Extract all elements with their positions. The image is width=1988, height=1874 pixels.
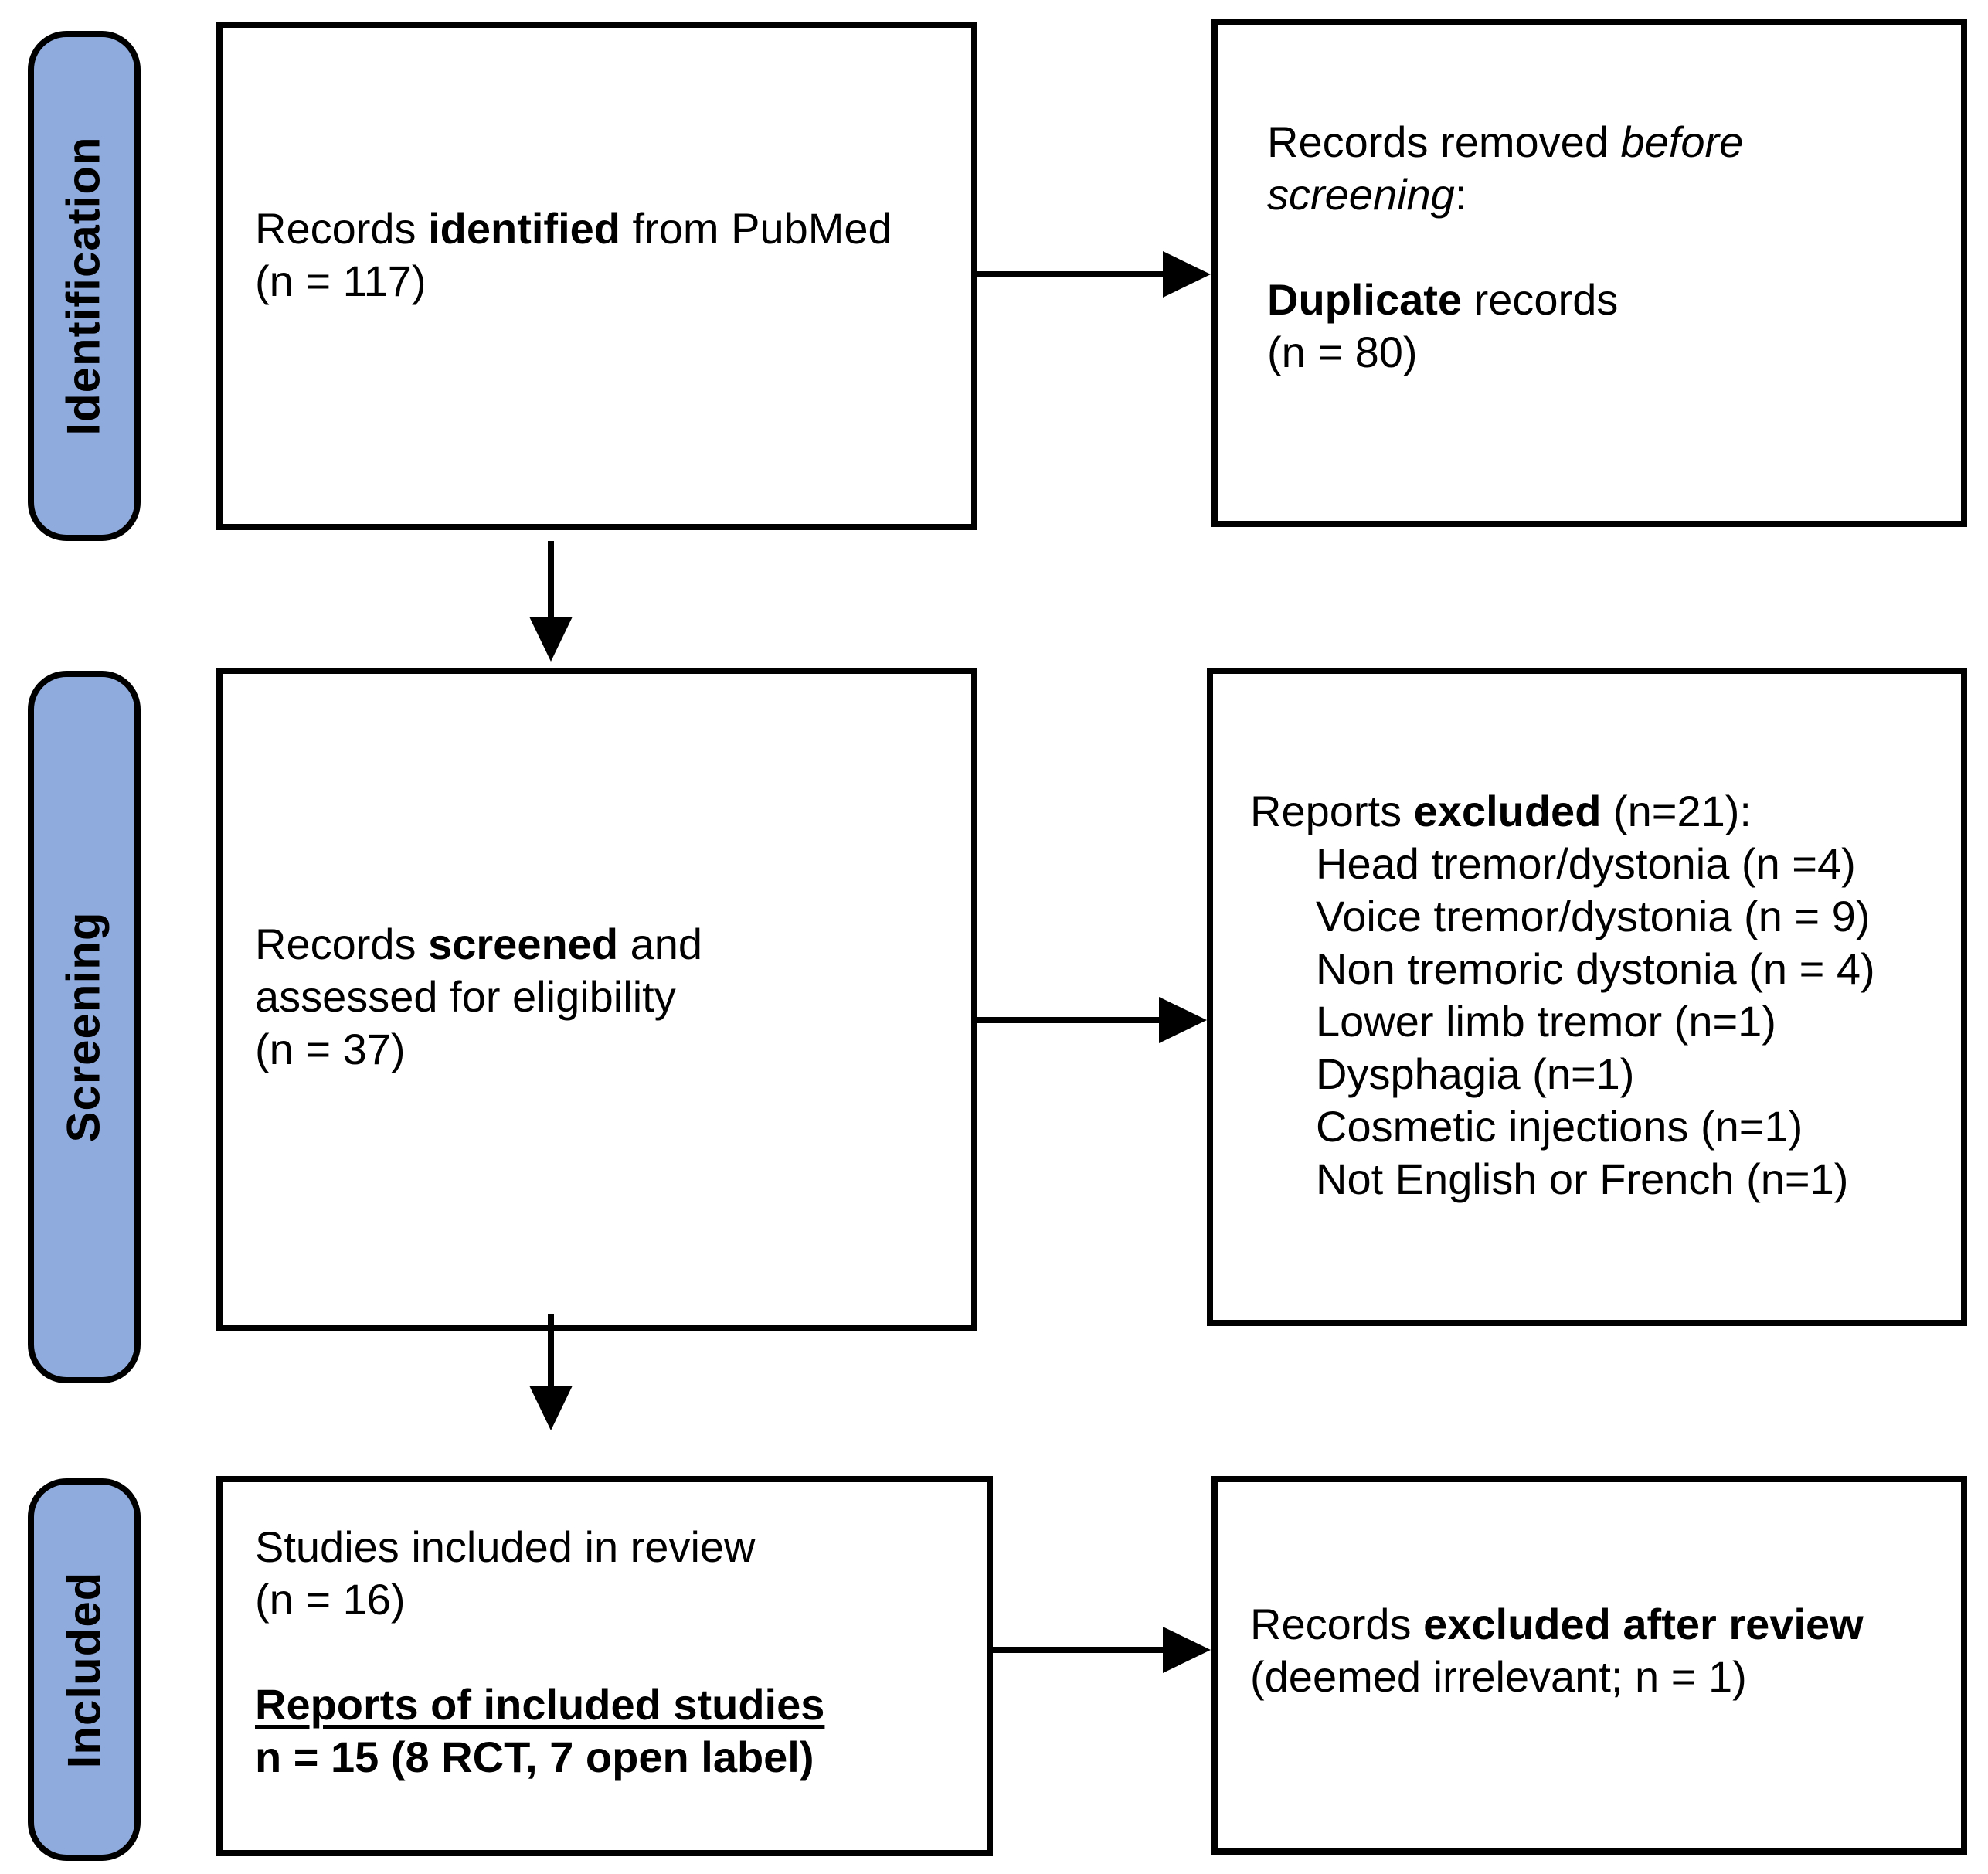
arrow-screened-to-included-head xyxy=(529,1386,573,1430)
stage-included: Included xyxy=(28,1478,141,1861)
box-reports-excluded xyxy=(1207,668,1967,1326)
records-screened-count: (n = 37) xyxy=(255,1025,406,1073)
excluded-item: Dysphagia (n=1) xyxy=(1316,1049,1635,1098)
studies-included-line1: Studies included in review xyxy=(255,1522,756,1571)
records-removed-line1: Records removed before xyxy=(1267,116,1743,168)
records-removed-colon: : xyxy=(1454,170,1467,219)
arrow-screened-to-included-line xyxy=(548,1314,554,1387)
records-excluded-after-line2: (deemed irrelevant; n = 1) xyxy=(1250,1652,1747,1701)
reports-of-included-detail: n = 15 (8 RCT, 7 open label) xyxy=(255,1733,814,1781)
excluded-item: Lower limb tremor (n=1) xyxy=(1316,997,1776,1046)
studies-included-count: (n = 16) xyxy=(255,1575,406,1624)
reports-excluded-post: (n=21): xyxy=(1601,787,1752,835)
box-studies-included xyxy=(216,1476,993,1856)
arrow-screened-to-excluded-head xyxy=(1159,997,1207,1043)
stage-screening-label: Screening xyxy=(58,911,110,1143)
arrow-identified-to-removed-head xyxy=(1163,251,1211,298)
box-records-removed xyxy=(1211,19,1967,527)
records-screened-pre: Records xyxy=(255,920,429,968)
duplicate-records-line: Duplicate records xyxy=(1267,274,1743,326)
records-screened-line1: Records screened and xyxy=(255,918,702,971)
stage-included-label: Included xyxy=(58,1571,110,1768)
records-removed-italic2: screening xyxy=(1267,170,1455,219)
records-screened-text: Records screened and assessed for eligib… xyxy=(255,918,702,1076)
records-screened-post: and xyxy=(618,920,703,968)
excluded-item: Cosmetic injections (n=1) xyxy=(1316,1102,1803,1151)
records-excluded-after-text: Records excluded after review (deemed ir… xyxy=(1250,1598,1864,1703)
arrow-included-to-excluded-after-line xyxy=(993,1647,1167,1653)
records-identified-text: Records identified from PubMed (n = 117) xyxy=(255,202,892,308)
records-excluded-after-line1: Records excluded after review xyxy=(1250,1598,1864,1651)
records-removed-line2: screening: xyxy=(1267,168,1743,221)
studies-included-text: Studies included in review (n = 16) Repo… xyxy=(255,1521,824,1784)
arrow-included-to-excluded-after-head xyxy=(1163,1627,1211,1673)
excluded-item: Head tremor/dystonia (n =4) xyxy=(1316,839,1856,888)
blank-line xyxy=(255,1626,824,1678)
reports-of-included-title-text: Reports of included studies xyxy=(255,1680,825,1729)
records-excluded-after-pre: Records xyxy=(1250,1600,1424,1648)
arrow-identified-to-screened-head xyxy=(529,617,573,662)
records-removed-italic1: before xyxy=(1620,117,1744,166)
box-records-screened xyxy=(216,668,977,1331)
box-records-identified xyxy=(216,22,977,530)
reports-excluded-pre: Reports xyxy=(1250,787,1414,835)
duplicate-bold: Duplicate xyxy=(1267,275,1463,324)
blank-line xyxy=(1267,221,1743,274)
records-identified-line1: Records identified from PubMed xyxy=(255,202,892,255)
records-identified-post: from PubMed xyxy=(620,204,892,253)
arrow-identified-to-screened-line xyxy=(548,541,554,618)
records-removed-text: Records removed before screening: Duplic… xyxy=(1267,116,1743,379)
stage-screening: Screening xyxy=(28,671,141,1383)
excluded-item: Not English or French (n=1) xyxy=(1316,1155,1849,1203)
reports-excluded-heading: Reports excluded (n=21): xyxy=(1250,785,1875,838)
stage-identification-label: Identification xyxy=(58,136,110,436)
box-records-excluded-after-review xyxy=(1211,1476,1967,1855)
records-identified-pre: Records xyxy=(255,204,429,253)
excluded-item: Non tremoric dystonia (n = 4) xyxy=(1316,944,1875,993)
reports-of-included-title: Reports of included studies xyxy=(255,1678,824,1731)
records-excluded-after-bold: excluded after review xyxy=(1423,1600,1864,1648)
records-screened-bold: screened xyxy=(428,920,619,968)
records-screened-line2: assessed for eligibility xyxy=(255,972,676,1021)
arrow-screened-to-excluded-line xyxy=(977,1017,1163,1023)
duplicate-records-count: (n = 80) xyxy=(1267,328,1418,376)
records-identified-bold: identified xyxy=(428,204,620,253)
arrow-identified-to-removed-line xyxy=(977,271,1167,277)
records-removed-pre: Records removed xyxy=(1267,117,1621,166)
reports-excluded-bold: excluded xyxy=(1413,787,1602,835)
stage-identification: Identification xyxy=(28,31,141,541)
reports-excluded-text: Reports excluded (n=21): Head tremor/dys… xyxy=(1250,785,1875,1206)
excluded-item: Voice tremor/dystonia (n = 9) xyxy=(1316,892,1871,940)
records-identified-count: (n = 117) xyxy=(255,257,426,305)
duplicate-rest: records xyxy=(1462,275,1619,324)
